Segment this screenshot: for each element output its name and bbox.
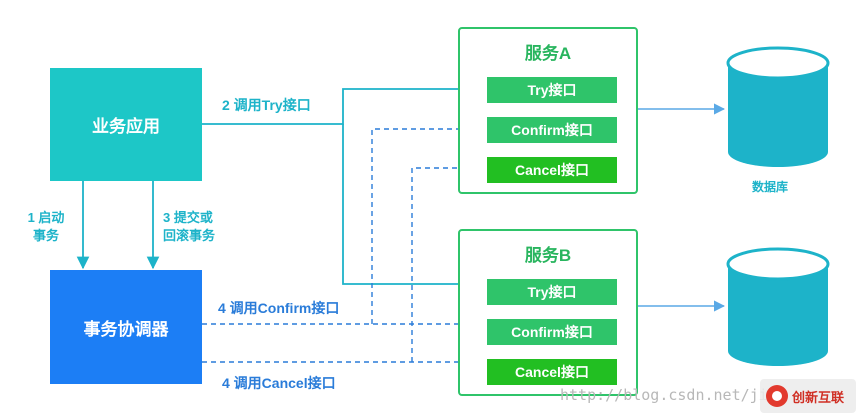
try-arrow-a <box>202 82 486 125</box>
transaction-coordinator-node: 事务协调器 <box>50 270 202 384</box>
commit-rollback-label-line2: 回滚事务 <box>163 228 216 243</box>
service-b-confirm-interface: Confirm接口 <box>487 319 617 345</box>
watermark-logo: 创新互联 <box>760 379 856 413</box>
try-call-label: 2 调用Try接口 <box>222 97 311 113</box>
service-a-confirm-interface: Confirm接口 <box>487 117 617 143</box>
database-label: 数据库 <box>752 180 789 194</box>
service-a-title: 服务A <box>524 44 572 63</box>
service-a-cancel-interface: Cancel接口 <box>487 157 617 183</box>
app-coordinator-arrows <box>76 181 160 270</box>
business-app-label: 业务应用 <box>92 117 160 136</box>
logo-icon <box>766 385 788 407</box>
confirm-cancel-arrows <box>202 124 485 367</box>
confirm-arrow-a <box>371 124 485 324</box>
confirm-call-label: 4 调用Confirm接口 <box>218 300 340 316</box>
db-arrows <box>634 103 726 312</box>
start-transaction-label: 1 启动 事务 <box>16 209 76 245</box>
service-b-title: 服务B <box>524 246 572 265</box>
business-app-node: 业务应用 <box>50 68 202 181</box>
try-arrow-b <box>342 124 486 291</box>
commit-rollback-label: 3 提交或 回滚事务 <box>163 209 215 245</box>
watermark-url: http://blog.csdn.net/ji <box>560 386 768 404</box>
cancel-call-label: 4 调用Cancel接口 <box>222 375 336 391</box>
cancel-arrow-a <box>411 163 485 362</box>
commit-rollback-label-line1: 3 提交或 <box>163 210 213 225</box>
service-b-node: 服务B Try接口 Confirm接口 Cancel接口 <box>458 229 638 396</box>
service-b-cancel-interface: Cancel接口 <box>487 359 617 385</box>
logo-text: 创新互联 <box>792 389 845 405</box>
start-transaction-label-line1: 1 启动 <box>27 210 65 225</box>
coordinator-label: 事务协调器 <box>83 319 169 339</box>
service-a-try-interface: Try接口 <box>487 77 617 103</box>
service-b-try-interface: Try接口 <box>487 279 617 305</box>
start-transaction-label-line2: 事务 <box>32 228 59 243</box>
try-call-arrows <box>202 82 486 291</box>
service-a-node: 服务A Try接口 Confirm接口 Cancel接口 <box>458 27 638 194</box>
database-a-icon <box>726 46 830 167</box>
database-b-icon <box>726 247 830 366</box>
